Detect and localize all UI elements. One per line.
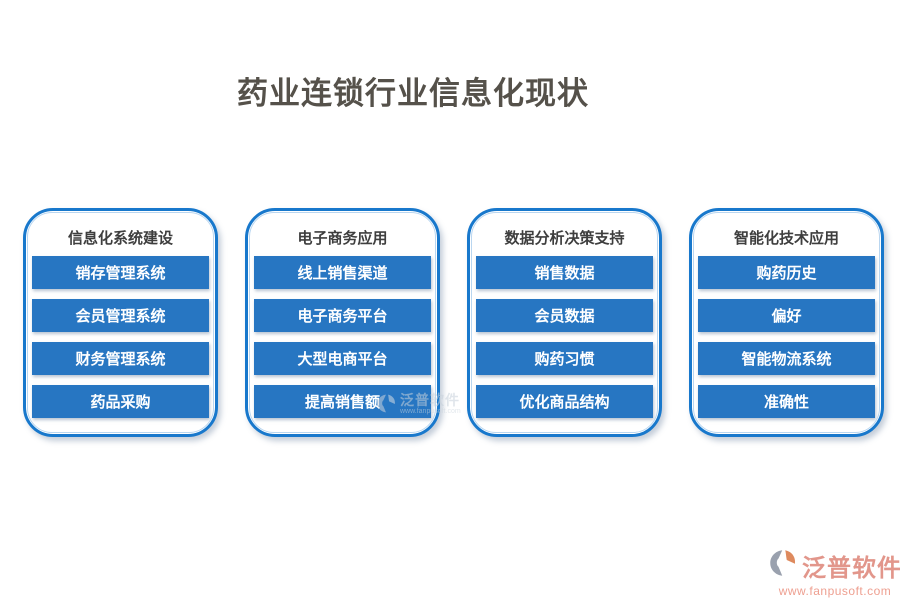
item-box: 销存管理系统 — [32, 256, 209, 289]
card-smart-technology: 智能化技术应用 购药历史 偏好 智能物流系统 准确性 — [689, 208, 884, 437]
card-inner: 智能化技术应用 购药历史 偏好 智能物流系统 准确性 — [693, 212, 880, 433]
item-box: 优化商品结构 — [476, 385, 653, 418]
card-header: 信息化系统建设 — [67, 230, 173, 247]
item-box: 智能物流系统 — [698, 342, 875, 375]
card-ecommerce: 电子商务应用 线上销售渠道 电子商务平台 大型电商平台 提高销售额 — [245, 208, 440, 437]
brand-watermark: 泛普软件 www.fanpusoft.com — [768, 548, 900, 598]
item-box: 会员数据 — [476, 299, 653, 332]
card-inner: 电子商务应用 线上销售渠道 电子商务平台 大型电商平台 提高销售额 — [249, 212, 436, 433]
item-box: 提高销售额 — [254, 385, 431, 418]
brand-row: 泛普软件 — [768, 548, 900, 583]
card-information-systems: 信息化系统建设 销存管理系统 会员管理系统 财务管理系统 药品采购 — [23, 208, 218, 437]
item-box: 药品采购 — [32, 385, 209, 418]
item-box: 购药历史 — [698, 256, 875, 289]
item-box: 电子商务平台 — [254, 299, 431, 332]
item-box: 销售数据 — [476, 256, 653, 289]
item-box: 购药习惯 — [476, 342, 653, 375]
page-title: 药业连锁行业信息化现状 — [237, 76, 589, 111]
card-data-analysis: 数据分析决策支持 销售数据 会员数据 购药习惯 优化商品结构 — [467, 208, 662, 437]
item-box: 线上销售渠道 — [254, 256, 431, 289]
card-inner: 数据分析决策支持 销售数据 会员数据 购药习惯 优化商品结构 — [471, 212, 658, 433]
item-box: 偏好 — [698, 299, 875, 332]
brand-logo-icon — [768, 548, 798, 583]
card-header: 电子商务应用 — [297, 230, 388, 247]
item-box: 财务管理系统 — [32, 342, 209, 375]
item-box: 准确性 — [698, 385, 875, 418]
item-box: 会员管理系统 — [32, 299, 209, 332]
card-header: 数据分析决策支持 — [504, 230, 625, 247]
brand-url: www.fanpusoft.com — [778, 584, 892, 598]
item-box: 大型电商平台 — [254, 342, 431, 375]
brand-name: 泛普软件 — [802, 555, 900, 582]
card-inner: 信息化系统建设 销存管理系统 会员管理系统 财务管理系统 药品采购 — [27, 212, 214, 433]
card-header: 智能化技术应用 — [733, 230, 839, 247]
